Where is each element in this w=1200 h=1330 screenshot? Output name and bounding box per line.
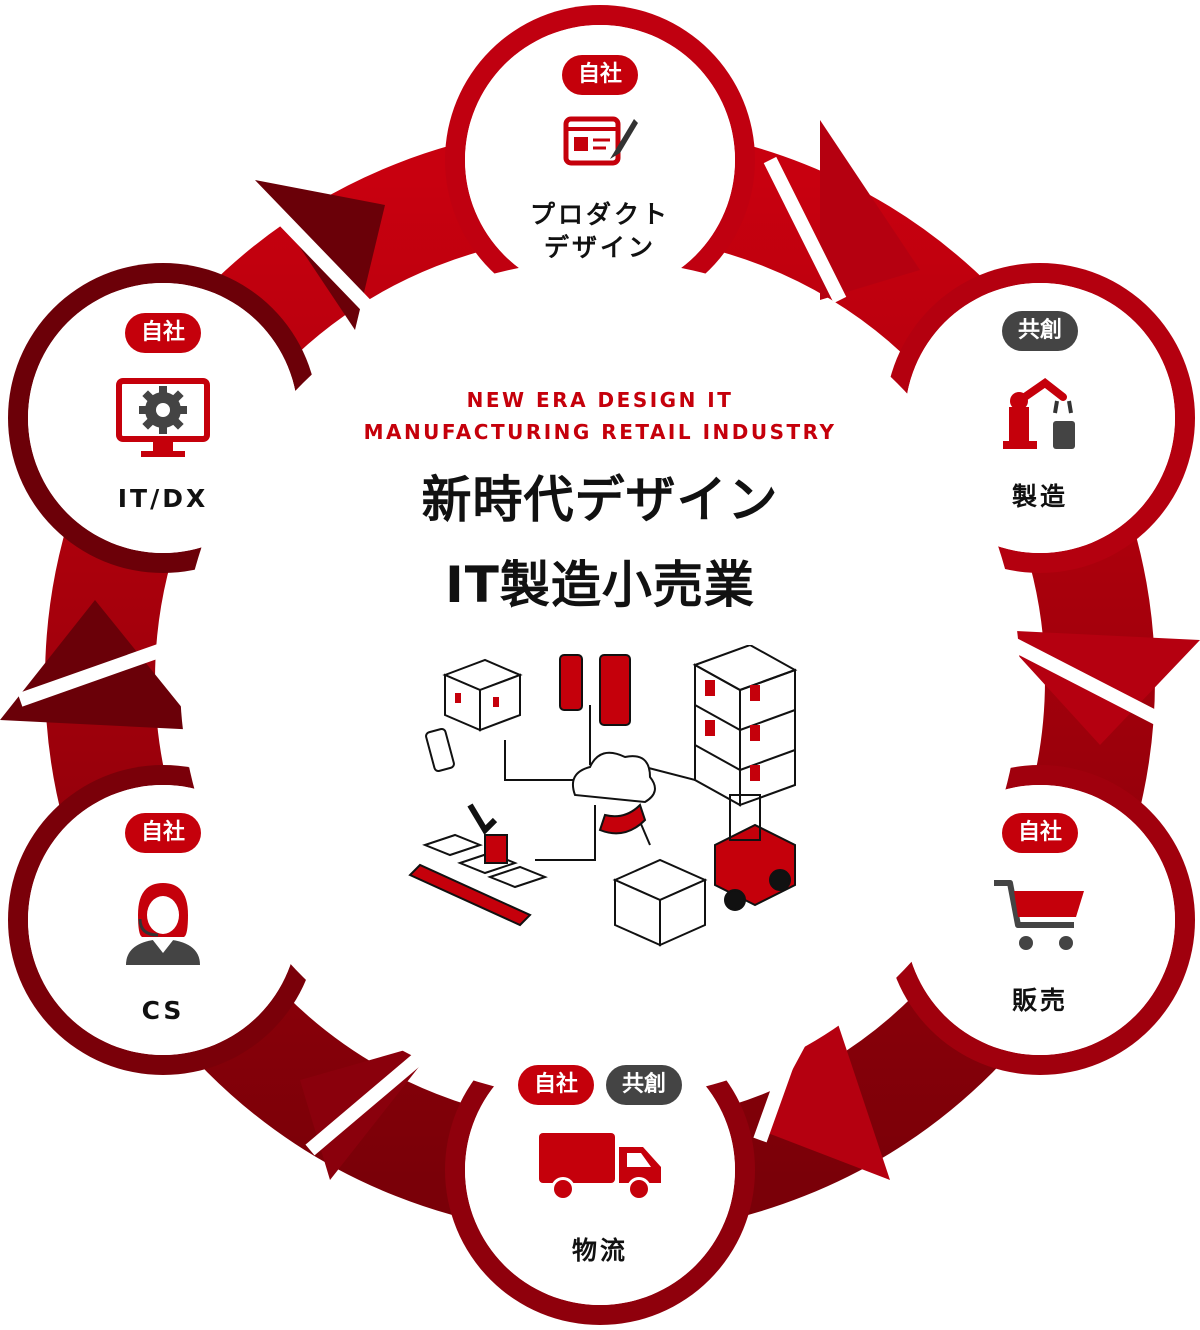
delivery-truck-icon	[539, 1133, 661, 1201]
node-logistics: 自社 共創 物流	[465, 1035, 735, 1305]
node-label: 製造	[1011, 482, 1068, 511]
node-product-design: 自社 プロダクト デザイン	[465, 25, 735, 295]
arrow-gaps	[17, 156, 1184, 1156]
badge-co: 共創	[606, 1065, 683, 1105]
robot-arm-icon	[1003, 378, 1075, 449]
headline-line2: IT製造小売業	[445, 556, 755, 614]
arrow-head-1	[820, 120, 920, 300]
badge-co: 共創	[1001, 311, 1078, 351]
badge-own: 自社	[1001, 813, 1078, 853]
badge-own: 自社	[561, 55, 638, 95]
badge-own: 自社	[124, 313, 201, 353]
isometric-warehouse-cloud-network-icon	[408, 645, 798, 947]
node-label-line1: プロダクト	[529, 200, 670, 229]
badge-own: 自社	[517, 1065, 594, 1105]
node-label-line2: デザイン	[543, 233, 656, 262]
node-cs: 自社 CS	[28, 785, 298, 1055]
headset-operator-icon	[126, 883, 200, 965]
headline-line1: 新時代デザイン	[421, 471, 779, 529]
arrow-head-3	[760, 1000, 890, 1180]
node-label: 物流	[571, 1236, 628, 1265]
node-it-dx: 自社 IT/DX	[28, 283, 298, 553]
node-label: IT/DX	[117, 484, 209, 513]
subtitle-line1: NEW ERA DESIGN IT	[466, 388, 734, 412]
subtitle-line2: MANUFACTURING RETAIL INDUSTRY	[363, 420, 837, 444]
node-sales: 自社 販売	[905, 785, 1175, 1055]
node-label: CS	[141, 996, 185, 1025]
node-label: 販売	[1011, 986, 1068, 1015]
node-manufacturing: 共創 製造	[905, 283, 1175, 553]
monitor-gear-icon	[116, 378, 210, 457]
shopping-cart-icon	[994, 880, 1084, 950]
web-design-brush-icon	[563, 116, 638, 166]
badge-own: 自社	[124, 813, 201, 853]
